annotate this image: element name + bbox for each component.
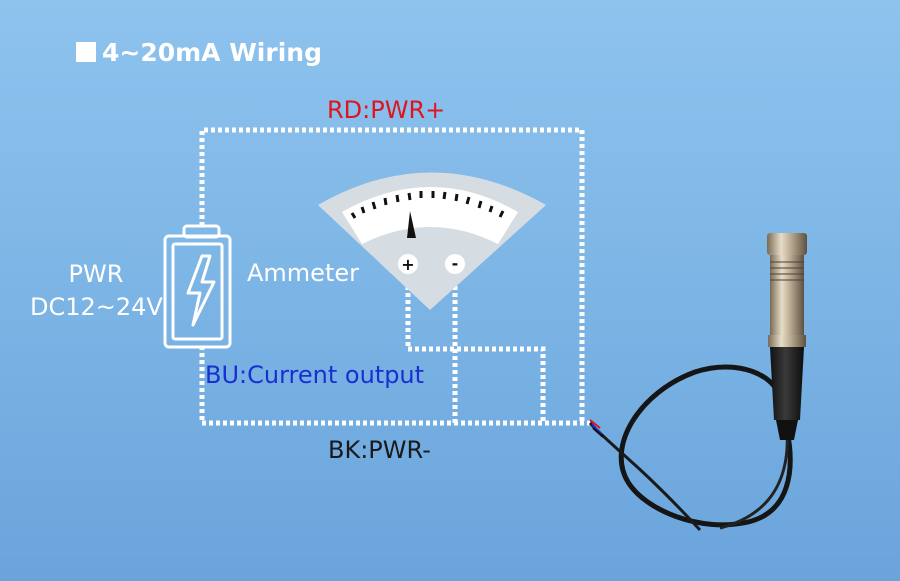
wire-black-pwr-minus [199,346,590,426]
power-label-line1: PWR [68,260,124,288]
page-title: 4~20mA Wiring [76,36,322,68]
wire-label-bk-pwr-minus: BK:PWR- [328,436,431,464]
sensor-icon [588,233,807,532]
power-label: PWR DC12~24V [30,258,163,324]
ammeter-label: Ammeter [247,259,359,287]
power-label-line2: DC12~24V [30,293,163,321]
lightning-icon [186,254,216,327]
sensor-cable [618,364,793,528]
wires [199,127,590,426]
title-square-icon [76,42,96,62]
ammeter-plus-label: + [401,255,414,274]
title-text: 4~20mA Wiring [102,37,322,67]
wire-label-rd-pwr-plus: RD:PWR+ [327,96,446,124]
ammeter-needle [407,211,416,238]
ammeter-minus-label: - [452,254,459,273]
ammeter-icon [318,172,546,310]
battery-icon [163,224,232,349]
wire-ammeter-plus [405,272,546,423]
wire-label-bu-current-output: BU:Current output [205,361,425,389]
